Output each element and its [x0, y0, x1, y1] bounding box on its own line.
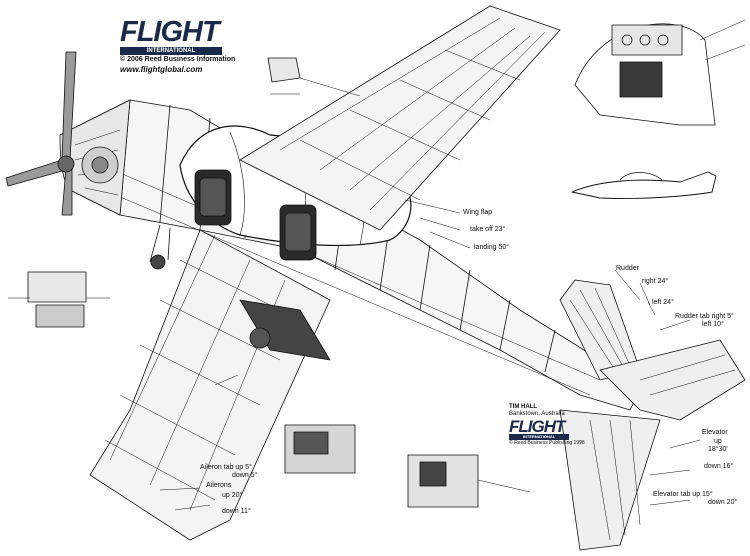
vertical-fin [559, 279, 641, 381]
detail-inset-bottom-center [407, 454, 531, 508]
label-ailerons-up: up 20° [222, 492, 243, 499]
logo-wordmark: FLIGHT [120, 16, 220, 48]
label-elevator-up-value: 18°30' [708, 446, 728, 453]
label-elevator: Elevator [702, 429, 728, 436]
copyright-bottom: © Reed Business Publishing 1998 [509, 440, 585, 446]
logo-subtitle: INTERNATIONAL [120, 47, 222, 55]
label-elevator-up: up [714, 438, 722, 445]
label-rudder-left: left 24° [652, 299, 674, 306]
engine-cowling [59, 99, 131, 216]
label-rudder-tab: Rudder tab right 5° [675, 313, 734, 320]
logo-subtitle-bottom: INTERNATIONAL [509, 434, 569, 440]
label-ailerons-down: down 11° [222, 508, 251, 515]
label-elevator-tab: Elevator tab up 15° [653, 491, 713, 498]
detail-inset-left [8, 271, 110, 328]
ejection-seats [194, 169, 317, 261]
artist-location: Bankstown, Australia [509, 411, 565, 417]
label-rudder-right: right 24° [642, 278, 669, 285]
label-aileron-tab: Aileron tab up 5° [200, 464, 252, 471]
horizontal-stabilizer [559, 339, 746, 551]
label-ailerons: Ailerons [206, 482, 232, 489]
annotation-leaders [159, 199, 701, 511]
profile-silhouette [571, 171, 717, 199]
label-flap-takeoff: take off 23° [470, 226, 506, 233]
logo-wordmark-bottom: FLIGHT [509, 417, 565, 436]
detail-inset-top [267, 57, 361, 97]
label-rudder: Rudder [616, 265, 639, 272]
artist-name: TIM HALL [509, 404, 537, 410]
left-wing [89, 229, 331, 541]
logo-copyright: © 2006 Reed Business Information [120, 56, 236, 63]
right-wing [239, 5, 561, 231]
label-flap-landing: landing 50° [474, 244, 510, 251]
logo-url: www.flightglobal.com [120, 65, 203, 74]
landing-gear [149, 224, 271, 349]
cockpit-inset [574, 19, 746, 126]
propeller [5, 51, 77, 216]
label-elevator-tab-down: down 20° [708, 499, 738, 506]
label-elevator-down: down 16° [704, 463, 734, 470]
label-aileron-tab-down: down 5° [232, 472, 258, 479]
label-wing-flap: Wing flap [463, 209, 493, 216]
detail-inset-bottom [284, 424, 356, 474]
label-rudder-tab-left: left 10° [702, 321, 724, 328]
